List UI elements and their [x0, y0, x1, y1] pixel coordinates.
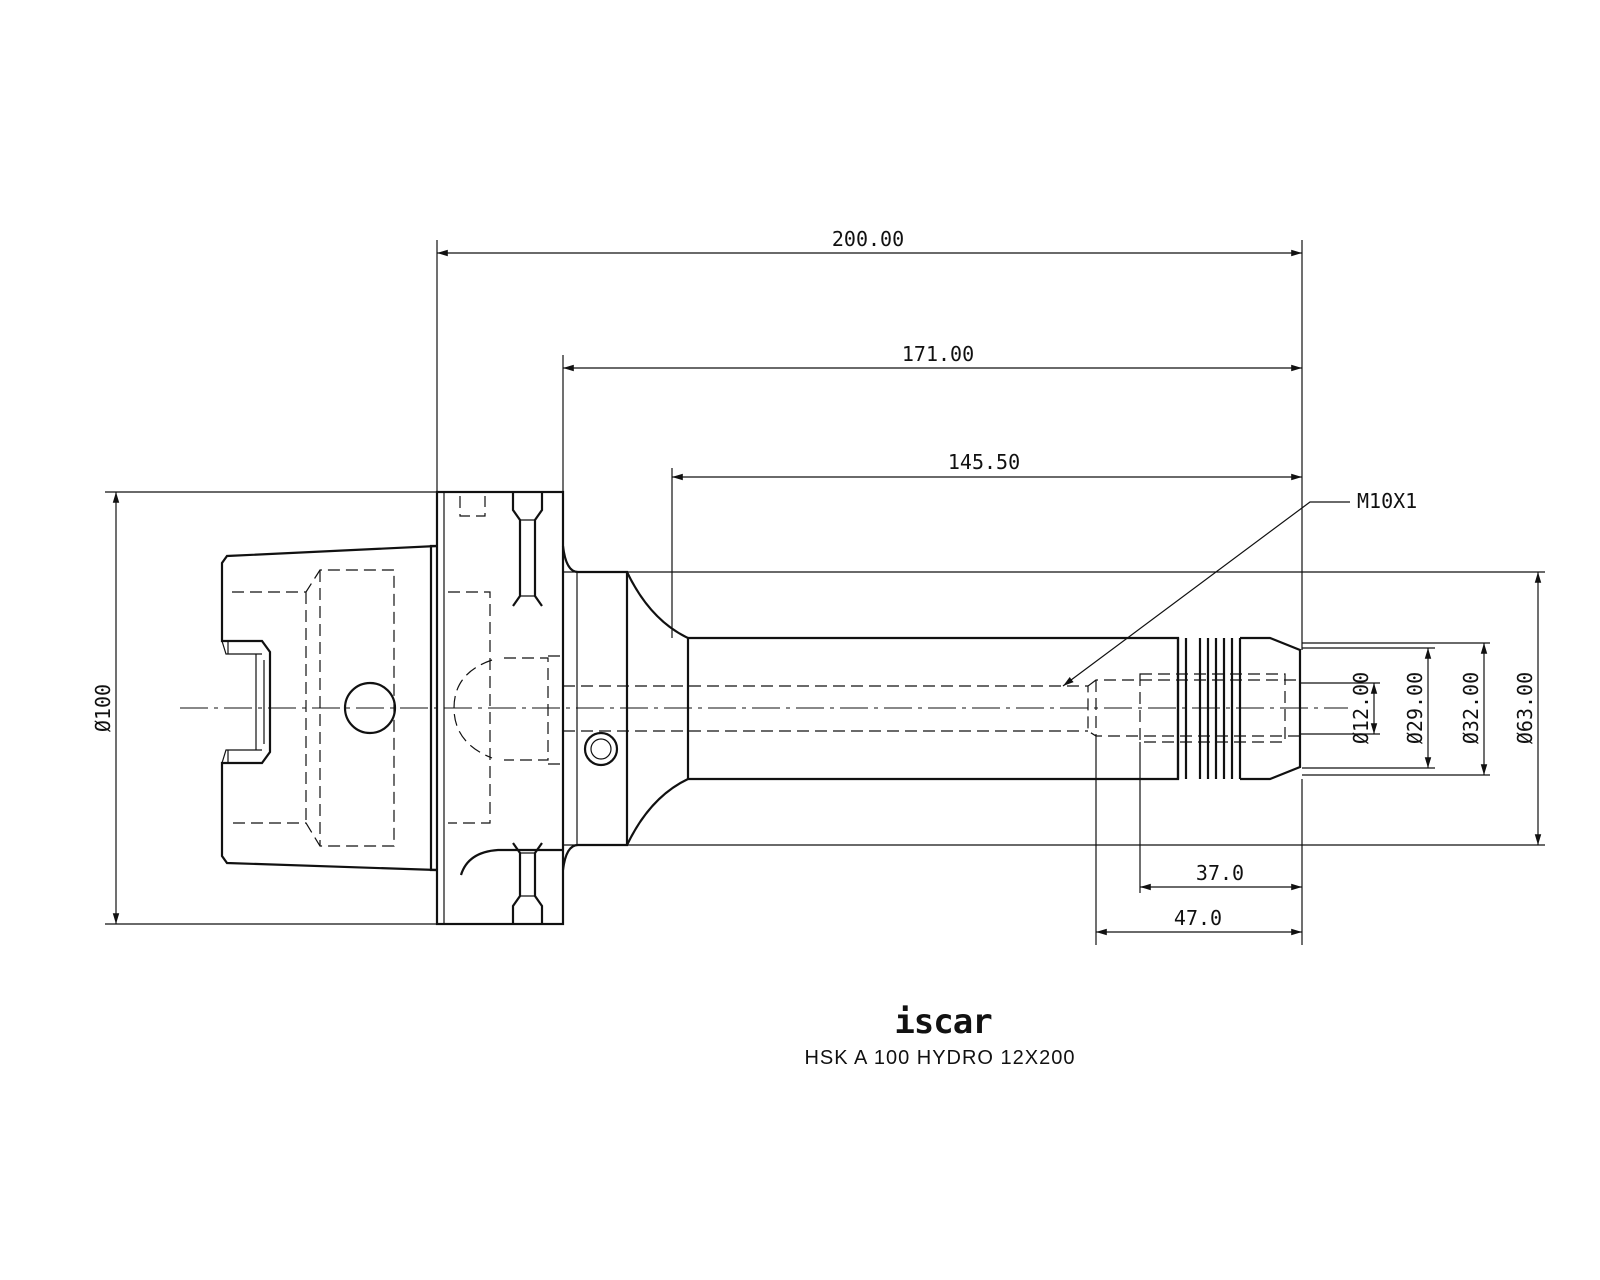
dim-shank-length: 145.50	[948, 450, 1020, 474]
dim-flange-to-end: 171.00	[902, 342, 974, 366]
dim-clamp-length: 37.0	[1196, 861, 1244, 885]
brand-logo-text: iscar	[894, 1002, 992, 1042]
side-screw	[583, 731, 619, 767]
dim-bore-dia: Ø12.00	[1349, 672, 1373, 744]
dim-body-dia: Ø63.00	[1513, 672, 1537, 744]
dim-nose-dia: Ø29.00	[1403, 672, 1427, 744]
caption: HSK A 100 HYDRO 12X200	[804, 1047, 1075, 1069]
dim-thread: M10X1	[1357, 489, 1417, 513]
dimension-labels: 200.00 171.00 145.50 M10X1 37.0 47.0 Ø10…	[91, 227, 1537, 930]
brand-logo: iscar	[894, 1002, 993, 1042]
dim-flange-dia: Ø100	[91, 684, 115, 732]
dim-shank-dia: Ø32.00	[1459, 672, 1483, 744]
dim-overall-length: 200.00	[832, 227, 904, 251]
dim-bore-length: 47.0	[1174, 906, 1222, 930]
cross-hole	[343, 681, 397, 735]
dimension-lines	[105, 240, 1545, 945]
hsk-taper	[220, 544, 438, 872]
